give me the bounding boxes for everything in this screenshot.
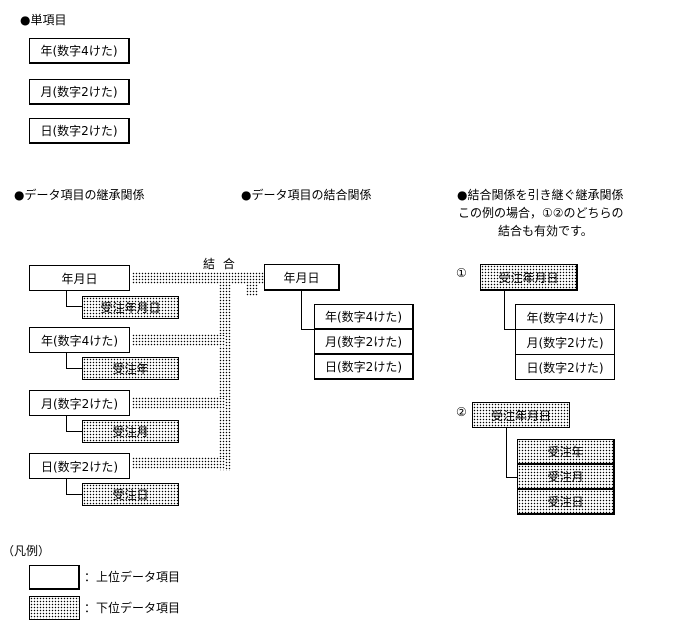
- single-item-year: 年(数字4けた): [29, 38, 130, 64]
- inherit-heading: ●データ項目の継承関係: [14, 188, 145, 202]
- combine-parent-ymd: 年月日: [264, 264, 340, 291]
- combine-child-month: 月(数字2けた): [314, 329, 414, 355]
- example-2-connector-h: [506, 477, 518, 478]
- inherit-lower-order-month: 受注月: [82, 420, 179, 443]
- combine-connector-v: [301, 291, 302, 330]
- example-1-connector-h: [504, 329, 516, 330]
- combine-label: 結 合: [203, 257, 237, 271]
- example-1-marker: ①: [456, 266, 467, 280]
- example-1-connector-v: [504, 291, 505, 330]
- inherit-connector-h: [66, 431, 82, 432]
- combine-child-day: 日(数字2けた): [314, 354, 414, 380]
- legend-upper-swatch: [29, 565, 80, 590]
- inherit-connector-v: [66, 291, 67, 307]
- legend-lower-swatch: [29, 596, 80, 620]
- combine-connector-h: [132, 397, 225, 409]
- inherit-upper-year: 年(数字4けた): [29, 327, 130, 353]
- inherit-lower-order-year: 受注年: [82, 357, 179, 380]
- combine-child-year: 年(数字4けた): [314, 304, 414, 330]
- single-item-day: 日(数字2けた): [29, 118, 130, 144]
- example-2-parent: 受注年月日: [472, 402, 570, 428]
- example-1-parent: 受注年月日: [480, 264, 578, 291]
- example-1-child-day: 日(数字2けた): [515, 354, 615, 380]
- single-item-month: 月(数字2けた): [29, 79, 130, 105]
- inherit-connector-h: [66, 494, 82, 495]
- combine-heading: ●データ項目の結合関係: [241, 188, 372, 202]
- inherit-connector-v: [66, 416, 67, 432]
- example-1-child-month: 月(数字2けた): [515, 329, 615, 355]
- example-2-child-order-month: 受注月: [517, 464, 615, 490]
- single-items-heading: ●単項目: [20, 13, 67, 27]
- both-heading: ●結合関係を引き継ぐ継承関係: [457, 188, 624, 202]
- combine-connector-h: [132, 272, 264, 284]
- example-2-child-order-day: 受注日: [517, 489, 615, 515]
- inherit-lower-order-ymd: 受注年月日: [82, 296, 179, 319]
- combine-connector-h: [132, 457, 225, 469]
- inherit-connector-v: [66, 353, 67, 369]
- inherit-connector-h: [66, 368, 82, 369]
- inherit-lower-order-day: 受注日: [82, 483, 179, 506]
- example-2-child-order-year: 受注年: [517, 439, 615, 465]
- inherit-upper-month: 月(数字2けた): [29, 390, 130, 416]
- legend-upper-label: ：上位データ項目: [84, 570, 181, 584]
- combine-connector-h: [301, 329, 315, 330]
- combine-connector-v: [246, 272, 258, 296]
- example-2-marker: ②: [456, 405, 467, 419]
- legend-title: （凡例）: [2, 544, 51, 558]
- legend-lower-label: ：下位データ項目: [84, 601, 181, 615]
- example-1-child-year: 年(数字4けた): [515, 304, 615, 330]
- example-2-connector-v: [506, 428, 507, 478]
- both-heading-line3: 結合も有効です。: [498, 224, 593, 238]
- combine-connector-v: [219, 278, 231, 471]
- inherit-connector-v: [66, 479, 67, 495]
- inherit-connector-h: [66, 306, 82, 307]
- both-heading-line2: この例の場合，①②のどちらの: [458, 206, 624, 220]
- inherit-upper-ymd: 年月日: [29, 265, 130, 291]
- inherit-upper-day: 日(数字2けた): [29, 453, 130, 479]
- combine-connector-h: [132, 334, 225, 346]
